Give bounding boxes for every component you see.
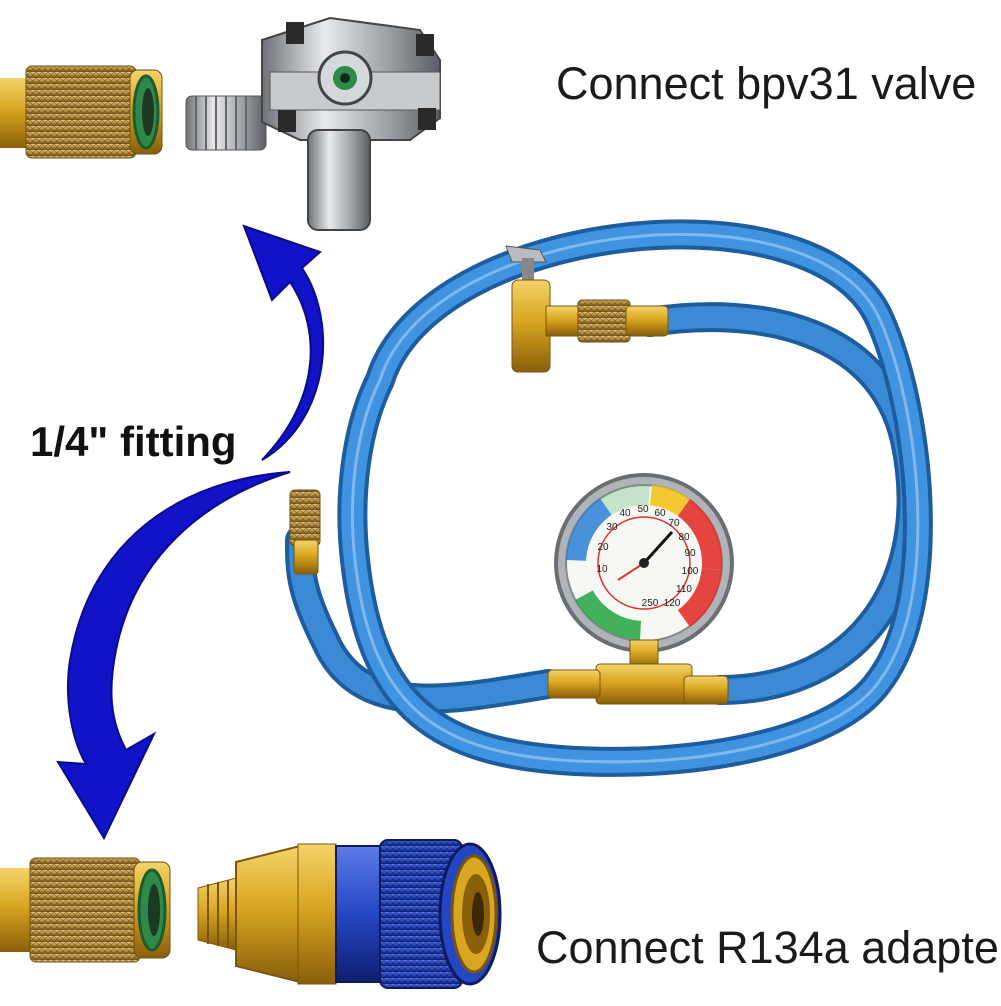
gauge-tick-label: 100 <box>682 566 699 577</box>
pressure-gauge: 10 20 30 40 50 60 70 80 90 100 110 120 2… <box>547 473 734 705</box>
top-brass-hose-fitting <box>0 65 163 159</box>
blue-charging-hose <box>285 219 933 777</box>
caption-connect-adapter: Connect R134a adapter <box>536 922 1001 973</box>
gauge-tick-label: 80 <box>678 532 690 543</box>
can-tap-valve <box>505 245 669 373</box>
arrow-up-icon <box>242 224 325 461</box>
gauge-tick-label: 90 <box>684 548 696 559</box>
caption-fitting-size: 1/4" fitting <box>30 418 237 465</box>
gauge-scale: 10 20 30 40 50 60 70 80 90 100 110 120 2… <box>596 504 698 609</box>
gauge-tick-label: 20 <box>597 542 609 553</box>
hose-end-brass-fitting <box>289 489 321 575</box>
gauge-tick-label: 120 <box>664 598 681 609</box>
gauge-tick-label: 110 <box>676 584 692 595</box>
arrow-down-icon <box>56 471 291 841</box>
gauge-tick-label: 60 <box>654 508 666 519</box>
gauge-tick-label: 50 <box>637 504 649 515</box>
gauge-tick-label: 250 <box>642 598 659 609</box>
gauge-needle <box>642 530 674 565</box>
gauge-tick-label: 30 <box>606 522 618 533</box>
bpv31-valve <box>185 16 441 231</box>
caption-connect-valve: Connect bpv31 valve <box>556 58 977 109</box>
gauge-tick-label: 10 <box>596 564 608 575</box>
gauge-tick-label: 40 <box>619 508 631 519</box>
r134a-adapter <box>197 839 502 989</box>
bottom-brass-hose-fitting <box>0 857 171 963</box>
gauge-tick-label: 70 <box>668 518 680 529</box>
